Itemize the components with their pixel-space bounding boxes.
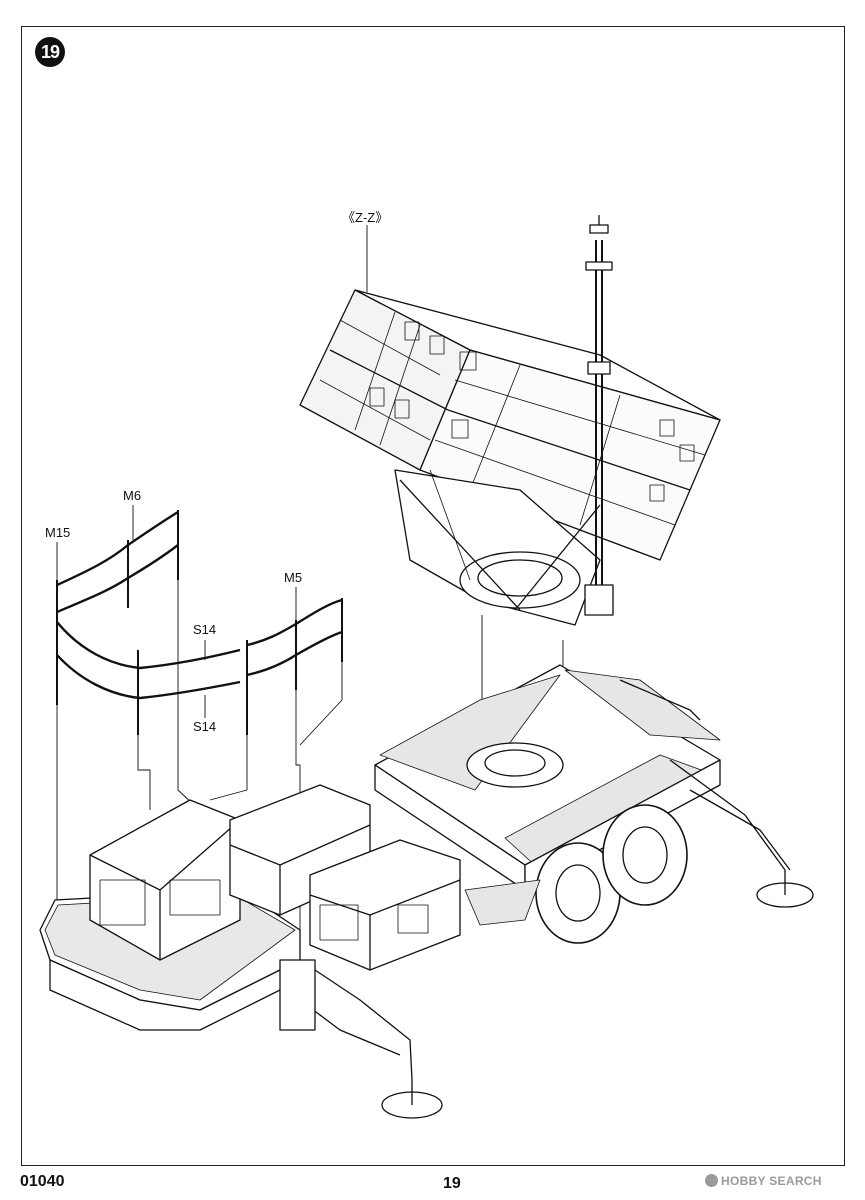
label-z-z: 《Z-Z》: [342, 210, 389, 225]
railing-parts: [56, 510, 343, 735]
page-number: 19: [443, 1175, 461, 1192]
launcher-canister-pack: [299, 289, 721, 626]
watermark-logo-icon: [705, 1174, 718, 1187]
label-m15: M15: [45, 525, 71, 540]
label-s14-top: S14: [193, 622, 217, 637]
label-m6: M6: [123, 488, 142, 503]
product-code: 01040: [20, 1173, 65, 1190]
page-frame: [21, 26, 845, 1166]
watermark-text: HOBBY SEARCH: [721, 1174, 822, 1188]
step-number-badge: 19: [35, 37, 65, 67]
antenna-mast: [584, 215, 614, 616]
label-s14-bottom: S14: [193, 719, 217, 734]
trailer-vehicle: [39, 664, 814, 1119]
label-m5: M5: [284, 570, 303, 585]
watermark: HOBBY SEARCH: [705, 1174, 822, 1188]
